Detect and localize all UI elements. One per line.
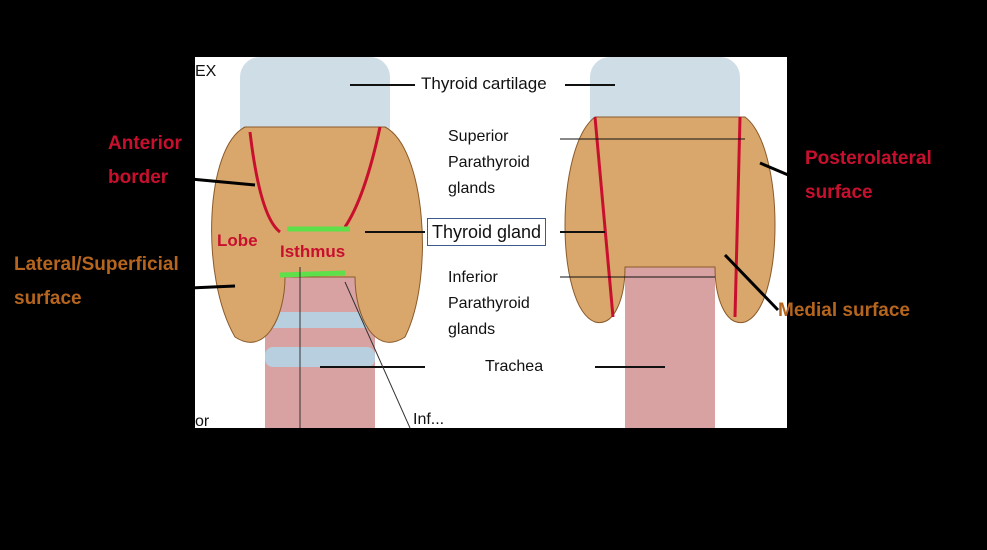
label-line: glands	[448, 321, 496, 338]
annotation-line: border	[108, 167, 169, 188]
medial-surface-annotation: Medial surface	[778, 300, 910, 321]
label-line: Superior	[448, 128, 509, 145]
label-fragment-right: Inf...	[413, 411, 445, 428]
label-line: Inferior	[448, 269, 498, 286]
lobe-annotation: Lobe	[217, 231, 258, 250]
label-line: glands	[448, 180, 496, 197]
label-line: Parathyroid	[448, 295, 530, 312]
inferior-parathyroid-label: Inferior Parathyroid glands	[448, 265, 530, 343]
apex-label-fragment: EX	[195, 63, 217, 80]
thyroid-cartilage-shape	[240, 57, 390, 147]
thyroid-gland-anterior	[211, 126, 423, 343]
isthmus-annotation: Isthmus	[280, 242, 346, 261]
label-fragment-left: or	[195, 413, 210, 428]
thyroid-illustration	[211, 57, 776, 428]
annotation-line: surface	[805, 182, 873, 203]
posterolateral-surface-annotation: Posterolateral surface	[805, 142, 932, 210]
annotation-line: Anterior	[108, 133, 182, 154]
thyroid-cartilage-label: Thyroid cartilage	[421, 74, 547, 93]
anterior-border-annotation: Anterior border	[108, 127, 182, 195]
superior-parathyroid-label: Superior Parathyroid glands	[448, 124, 530, 202]
label-line: Parathyroid	[448, 154, 530, 171]
lateral-surface-annotation: Lateral/Superficial surface	[14, 248, 179, 316]
thyroid-gland-posterior	[564, 116, 776, 323]
annotation-line: Posterolateral	[805, 148, 932, 169]
anatomy-figure: EX Thyroid cartilage Superior Parathyroi…	[195, 57, 787, 428]
annotation-line: Lateral/Superficial	[14, 254, 179, 275]
thyroid-gland-label: Thyroid gland	[427, 218, 547, 246]
trachea-label: Trachea	[485, 358, 544, 375]
annotation-line: surface	[14, 288, 82, 309]
